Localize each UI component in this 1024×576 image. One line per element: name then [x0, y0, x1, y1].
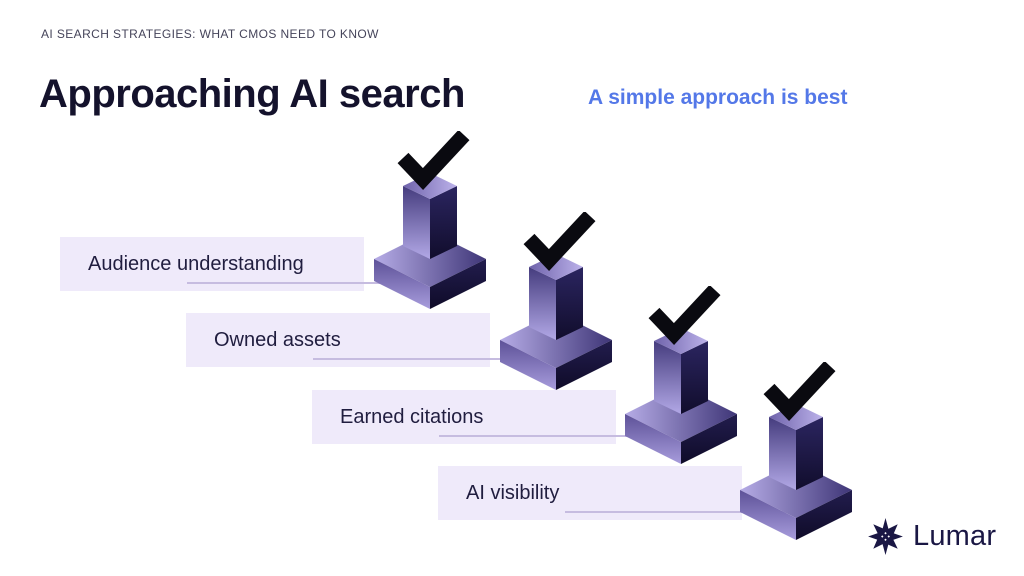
podium-checkmark-icon: [370, 131, 490, 311]
step-label: AI visibility: [466, 481, 560, 504]
eyebrow-text: AI SEARCH STRATEGIES: WHAT CMOS NEED TO …: [41, 27, 379, 41]
podium-checkmark-icon: [736, 362, 856, 542]
podium-checkmark-icon: [621, 286, 741, 466]
podium-checkmark-icon: [496, 212, 616, 392]
page-title: Approaching AI search: [39, 72, 465, 116]
step-band-audience-understanding: Audience understanding: [60, 237, 433, 291]
step-band-owned-assets: Owned assets: [186, 313, 559, 367]
step-underline: [565, 511, 811, 513]
step-underline: [439, 435, 685, 437]
step-label: Audience understanding: [88, 252, 304, 275]
lumar-logo: Lumar: [867, 518, 996, 555]
step-band-earned-citations: Earned citations: [312, 390, 685, 444]
subtitle-text: A simple approach is best: [588, 86, 848, 109]
lumar-star-icon: [868, 518, 903, 555]
step-label: Owned assets: [214, 328, 341, 351]
step-underline: [313, 358, 559, 360]
logo-wordmark: Lumar: [913, 520, 997, 552]
step-underline: [187, 282, 433, 284]
step-band-ai-visibility: AI visibility: [438, 466, 811, 520]
step-label: Earned citations: [340, 405, 484, 428]
